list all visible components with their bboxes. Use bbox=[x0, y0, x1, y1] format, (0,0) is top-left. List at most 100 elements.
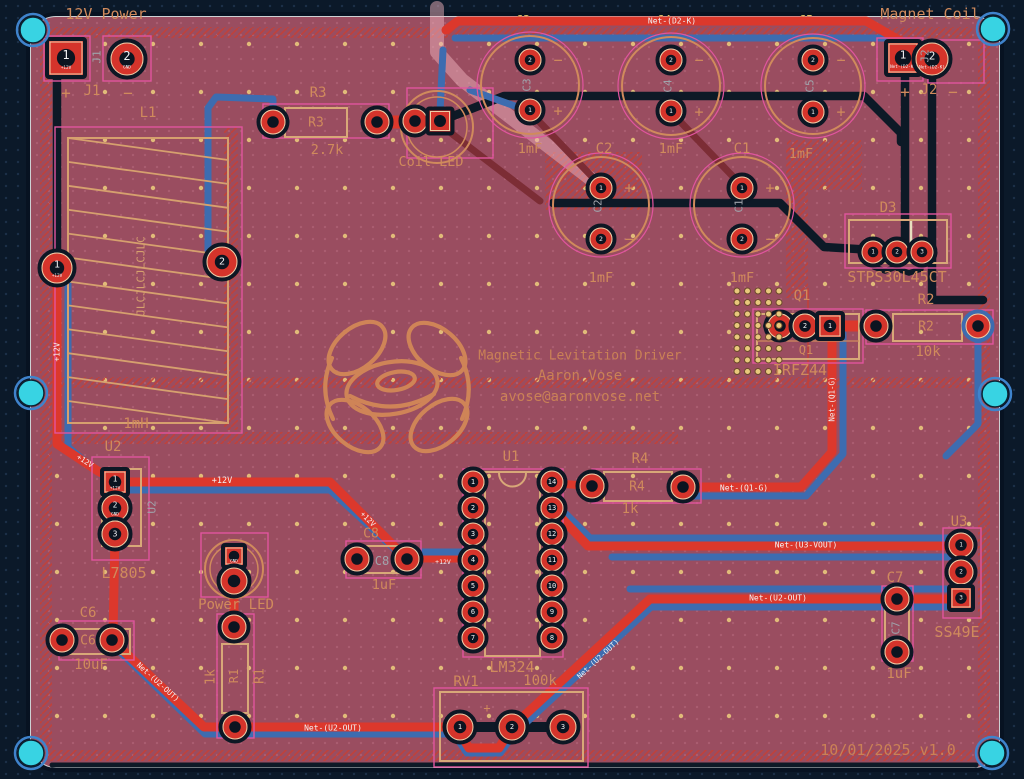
thermal-via[interactable] bbox=[754, 356, 762, 364]
thermal-via[interactable] bbox=[754, 345, 762, 352]
grid-dot bbox=[198, 41, 204, 47]
mounting-hole[interactable] bbox=[979, 15, 1007, 43]
thermal-via[interactable] bbox=[733, 299, 741, 306]
thermal-via[interactable] bbox=[744, 368, 751, 375]
mounting-hole-ring bbox=[13, 375, 49, 411]
thermal-via[interactable] bbox=[754, 310, 762, 318]
mounting-hole-ring bbox=[977, 376, 1013, 412]
grid-dot bbox=[918, 713, 924, 719]
courtyard-u2[interactable] bbox=[91, 456, 150, 561]
pad-j2-2-ring bbox=[911, 38, 953, 80]
mounting-hole[interactable] bbox=[978, 739, 1006, 767]
silk-label: + bbox=[694, 103, 703, 121]
mounting-hole[interactable] bbox=[19, 16, 47, 44]
net-u2-out[interactable] bbox=[507, 594, 960, 732]
silk-label: + bbox=[483, 701, 490, 715]
title-text: 10/01/2025 v1.0 bbox=[820, 741, 955, 759]
net-u3-vout[interactable] bbox=[547, 503, 960, 551]
thermal-via[interactable] bbox=[765, 368, 772, 375]
thermal-via[interactable] bbox=[733, 322, 741, 329]
thermal-via[interactable] bbox=[765, 287, 772, 295]
thermal-via[interactable] bbox=[744, 356, 751, 364]
trace-dark[interactable] bbox=[439, 123, 544, 205]
grid-dot bbox=[150, 569, 156, 575]
body-u1[interactable] bbox=[484, 471, 541, 657]
pad-l1-1-hole bbox=[49, 260, 65, 276]
mounting-hole[interactable] bbox=[17, 739, 45, 767]
silk-label: + bbox=[624, 179, 633, 197]
pad-j1-1-number: 1 bbox=[62, 48, 69, 62]
trace-dark[interactable] bbox=[526, 108, 605, 190]
thermal-via[interactable] bbox=[765, 333, 772, 341]
trace-gnd[interactable] bbox=[927, 67, 988, 305]
net-u2-out[interactable] bbox=[107, 635, 461, 732]
thermal-via[interactable] bbox=[775, 333, 783, 341]
thermal-via[interactable] bbox=[733, 356, 741, 364]
thermal-via[interactable] bbox=[733, 345, 741, 352]
plus12v[interactable] bbox=[52, 261, 118, 486]
mounting-hole[interactable] bbox=[981, 380, 1009, 408]
thermal-via[interactable] bbox=[754, 322, 762, 329]
thermal-via[interactable] bbox=[775, 345, 783, 352]
trace-bcu[interactable] bbox=[436, 46, 447, 116]
thermal-via[interactable] bbox=[744, 310, 751, 318]
trace-bcu[interactable] bbox=[686, 329, 847, 500]
thermal-via[interactable] bbox=[765, 345, 772, 352]
thermal-via[interactable] bbox=[775, 310, 783, 318]
thermal-via[interactable] bbox=[733, 333, 741, 341]
pad-u2-3-ring bbox=[97, 516, 133, 552]
grid-dot bbox=[342, 185, 348, 191]
trace-dark[interactable] bbox=[667, 108, 746, 190]
thermal-via[interactable] bbox=[765, 356, 772, 364]
silk-label: C4 bbox=[662, 79, 675, 93]
pad-r3-2-hole bbox=[371, 116, 383, 128]
grid-dot bbox=[150, 665, 156, 671]
courtyard-j1[interactable] bbox=[43, 35, 91, 82]
cap-outline bbox=[548, 152, 654, 258]
thermal-via[interactable] bbox=[775, 287, 783, 295]
courtyard-d3[interactable] bbox=[844, 213, 952, 269]
grid-dot bbox=[246, 233, 252, 239]
thermal-via[interactable] bbox=[765, 310, 772, 318]
net-q1-g[interactable] bbox=[678, 327, 837, 492]
mounting-hole[interactable] bbox=[17, 379, 45, 407]
thermal-via[interactable] bbox=[744, 333, 751, 341]
trace-bcu[interactable] bbox=[942, 328, 982, 460]
trace-bcu[interactable] bbox=[562, 510, 954, 542]
thermal-via[interactable] bbox=[765, 322, 772, 329]
thermal-via[interactable] bbox=[744, 299, 751, 306]
thermal-via[interactable] bbox=[733, 287, 741, 295]
thermal-via[interactable] bbox=[765, 299, 772, 306]
grid-dot bbox=[438, 137, 444, 143]
courtyard-u3[interactable] bbox=[942, 527, 982, 619]
thermal-via[interactable] bbox=[775, 299, 783, 306]
thermal-via[interactable] bbox=[733, 310, 741, 318]
pad-r3-1-ring bbox=[256, 105, 290, 139]
body-rv1[interactable] bbox=[439, 691, 584, 762]
grid-dot bbox=[390, 233, 396, 239]
courtyard-j1[interactable] bbox=[102, 35, 152, 82]
thermal-via[interactable] bbox=[733, 368, 741, 375]
thermal-via[interactable] bbox=[754, 287, 762, 295]
thermal-via[interactable] bbox=[744, 322, 751, 329]
thermal-via[interactable] bbox=[754, 299, 762, 306]
plus12v[interactable] bbox=[110, 477, 410, 562]
thermal-via[interactable] bbox=[775, 368, 783, 375]
thermal-via[interactable] bbox=[744, 287, 751, 295]
thermal-via[interactable] bbox=[744, 345, 751, 352]
pad-u1-7-ring bbox=[457, 622, 489, 654]
pad-c5-1-number: 1 bbox=[811, 108, 815, 116]
grid-dot bbox=[438, 473, 444, 479]
thermal-via[interactable] bbox=[754, 368, 762, 375]
pad-u1-1-hole bbox=[467, 476, 479, 488]
trace-gnd[interactable] bbox=[548, 198, 895, 256]
thermal-via[interactable] bbox=[775, 322, 783, 329]
grid-dot bbox=[54, 569, 60, 575]
thermal-via[interactable] bbox=[775, 356, 783, 364]
thermal-via[interactable] bbox=[754, 333, 762, 341]
courtyard-rv1[interactable] bbox=[433, 687, 589, 768]
cap-outline bbox=[476, 31, 584, 139]
pad-u2-2-hole bbox=[108, 501, 122, 515]
